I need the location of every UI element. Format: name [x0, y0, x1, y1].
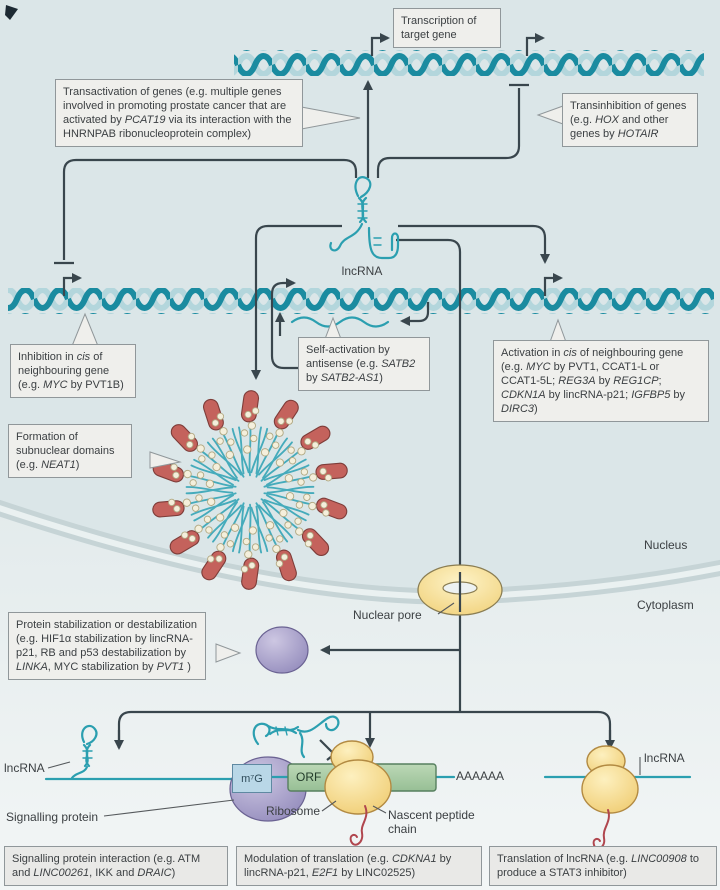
callout-activation-cis: Activation in cis of neighbouring gene (… [493, 340, 709, 423]
label-ribosome: Ribosome [266, 804, 321, 818]
caption-text: Modulation of translation (e.g. CDKNA1 b… [244, 853, 452, 880]
callout-text: Protein stabilization or destabilization… [16, 619, 197, 674]
caption-modulation-translation: Modulation of translation (e.g. CDKNA1 b… [236, 846, 482, 887]
nuclear-pore-icon [417, 564, 503, 616]
callout-inhibition-cis: Inhibition in cis of neighbouring gene (… [10, 344, 136, 399]
label-orf: ORF [296, 770, 322, 784]
translation-vignette [252, 715, 456, 846]
lncrna-translation-vignette [543, 745, 692, 850]
callout-text: Transactivation of genes (e.g. multiple … [63, 86, 292, 141]
nuclear-pore-pointer-line [437, 602, 455, 615]
dna-helix-target-gene [234, 50, 704, 76]
label-nucleus: Nucleus [644, 538, 688, 552]
label-lncrna-left: lncRNA [4, 761, 45, 775]
cytoplasm-background [0, 508, 720, 890]
callout-transactivation: Transactivation of genes (e.g. multiple … [55, 79, 303, 148]
callout-text: Transinhibition of genes (e.g. HOX and o… [570, 100, 687, 141]
nascent-chain [349, 805, 368, 846]
antisense-rna [290, 316, 390, 328]
self-activation-arrows [270, 277, 430, 370]
corner-mark [5, 5, 18, 20]
label-cytoplasm: Cytoplasm [637, 598, 694, 612]
caption-translation-lncrna: Translation of lncRNA (e.g. LINC00908 to… [489, 846, 717, 887]
promoter-arrows-top [370, 32, 546, 56]
stabilized-protein-blob [255, 626, 309, 674]
lncrna-molecule-left [70, 724, 98, 780]
dna-helix-neighbouring-gene [8, 288, 714, 314]
callout-transcription-target: Transcription of target gene [393, 8, 501, 49]
lncrna-molecule-inhibitor [252, 715, 340, 759]
label-polya-tail: AAAAAA [456, 769, 505, 783]
label-nascent-peptide: Nascent peptide chain [388, 808, 475, 836]
label-lncrna-nucleus: lncRNA [341, 264, 383, 278]
m7g-cap: m⁷G [232, 764, 272, 793]
label-lncrna-right: lncRNA [644, 751, 685, 765]
caption-signalling-interaction: Signalling protein interaction (e.g. ATM… [4, 846, 228, 887]
callout-text: Transcription of target gene [401, 15, 477, 42]
lncrna-left-pointer-line [47, 761, 71, 769]
label-nuclear-pore: Nuclear pore [353, 608, 422, 622]
caption-text: Translation of lncRNA (e.g. LINC00908 to… [497, 853, 699, 880]
signalling-protein-pointer-line [103, 799, 235, 817]
callout-subnuclear-domains: Formation of subnuclear domains (e.g. NE… [8, 424, 132, 479]
nascent-pointer-line [372, 805, 387, 814]
callout-protein-stabilization: Protein stabilization or destabilization… [8, 612, 206, 681]
callout-text: Activation in cis of neighbouring gene (… [501, 347, 686, 416]
callout-text: Formation of subnuclear domains (e.g. NE… [16, 431, 115, 472]
callout-transinhibition: Transinhibition of genes (e.g. HOX and o… [562, 93, 698, 148]
callout-text: Self-activation by antisense (e.g. SATB2… [306, 344, 416, 385]
caption-text: Signalling protein interaction (e.g. ATM… [12, 853, 201, 880]
callout-text: Inhibition in cis of neighbouring gene (… [18, 351, 124, 392]
lncrna-molecule [329, 176, 400, 260]
label-signalling-protein: Signalling protein [6, 810, 99, 824]
callout-self-activation: Self-activation by antisense (e.g. SATB2… [298, 337, 430, 392]
ribosome-pointer-line [321, 800, 337, 812]
regulatory-arrows [54, 79, 616, 751]
